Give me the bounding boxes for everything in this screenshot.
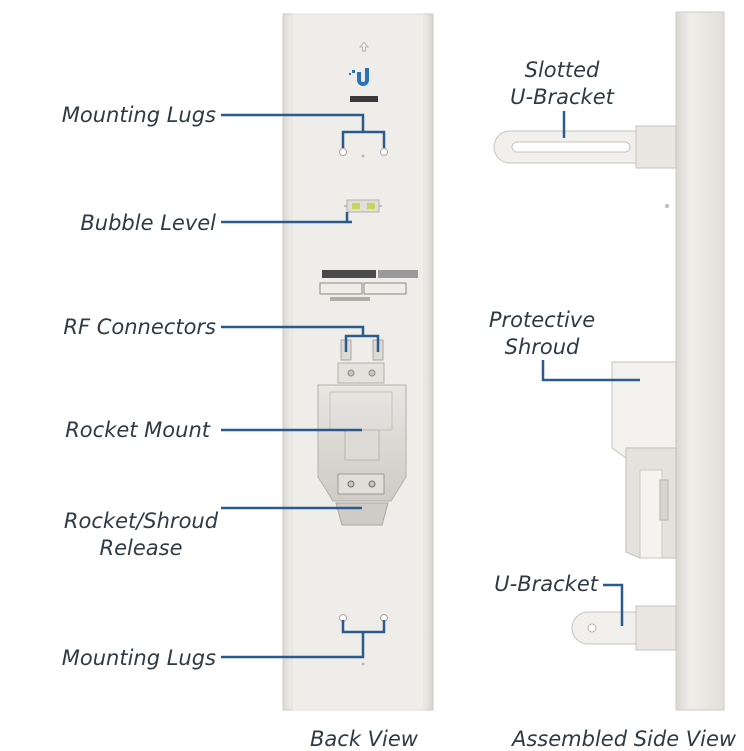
label-shroud-line1: Protective [488, 308, 596, 332]
label-mounting-lugs-bottom: Mounting Lugs [61, 646, 216, 670]
ubiquiti-u-logo [349, 68, 378, 102]
product-label-sticker [319, 270, 418, 301]
leader-mounting-lugs-bottom [221, 632, 365, 659]
leader-rf-connectors [221, 325, 365, 336]
label-u-bracket: U-Bracket [494, 572, 598, 596]
label-release-line2: Release [99, 536, 183, 560]
caption-back-view: Back View [310, 727, 418, 751]
protective-shroud-part [611, 361, 677, 559]
label-release-line1: Rocket/Shroud [63, 509, 219, 533]
label-slotted-line1: Slotted [524, 58, 600, 82]
label-slotted-line2: U-Bracket [510, 85, 614, 109]
leader-mounting-lugs-top [221, 113, 365, 132]
rocket-mount-part [317, 362, 407, 526]
label-shroud-line2: Shroud [504, 335, 580, 359]
label-rocket-mount: Rocket Mount [65, 418, 210, 442]
u-bracket-part [571, 605, 677, 651]
caption-side-view: Assembled Side View [512, 727, 737, 751]
label-mounting-lugs-top: Mounting Lugs [61, 103, 216, 127]
side-view-antenna [493, 11, 725, 711]
leader-protective-shroud [541, 360, 640, 382]
leader-lines [221, 111, 640, 659]
slotted-u-bracket-part [493, 125, 677, 169]
up-arrow-icon [358, 41, 370, 52]
label-bubble-level: Bubble Level [80, 211, 216, 235]
label-rf-connectors: RF Connectors [63, 315, 216, 339]
bubble-level-part [344, 199, 382, 213]
back-view-antenna [282, 13, 434, 711]
leader-u-bracket [603, 583, 624, 626]
